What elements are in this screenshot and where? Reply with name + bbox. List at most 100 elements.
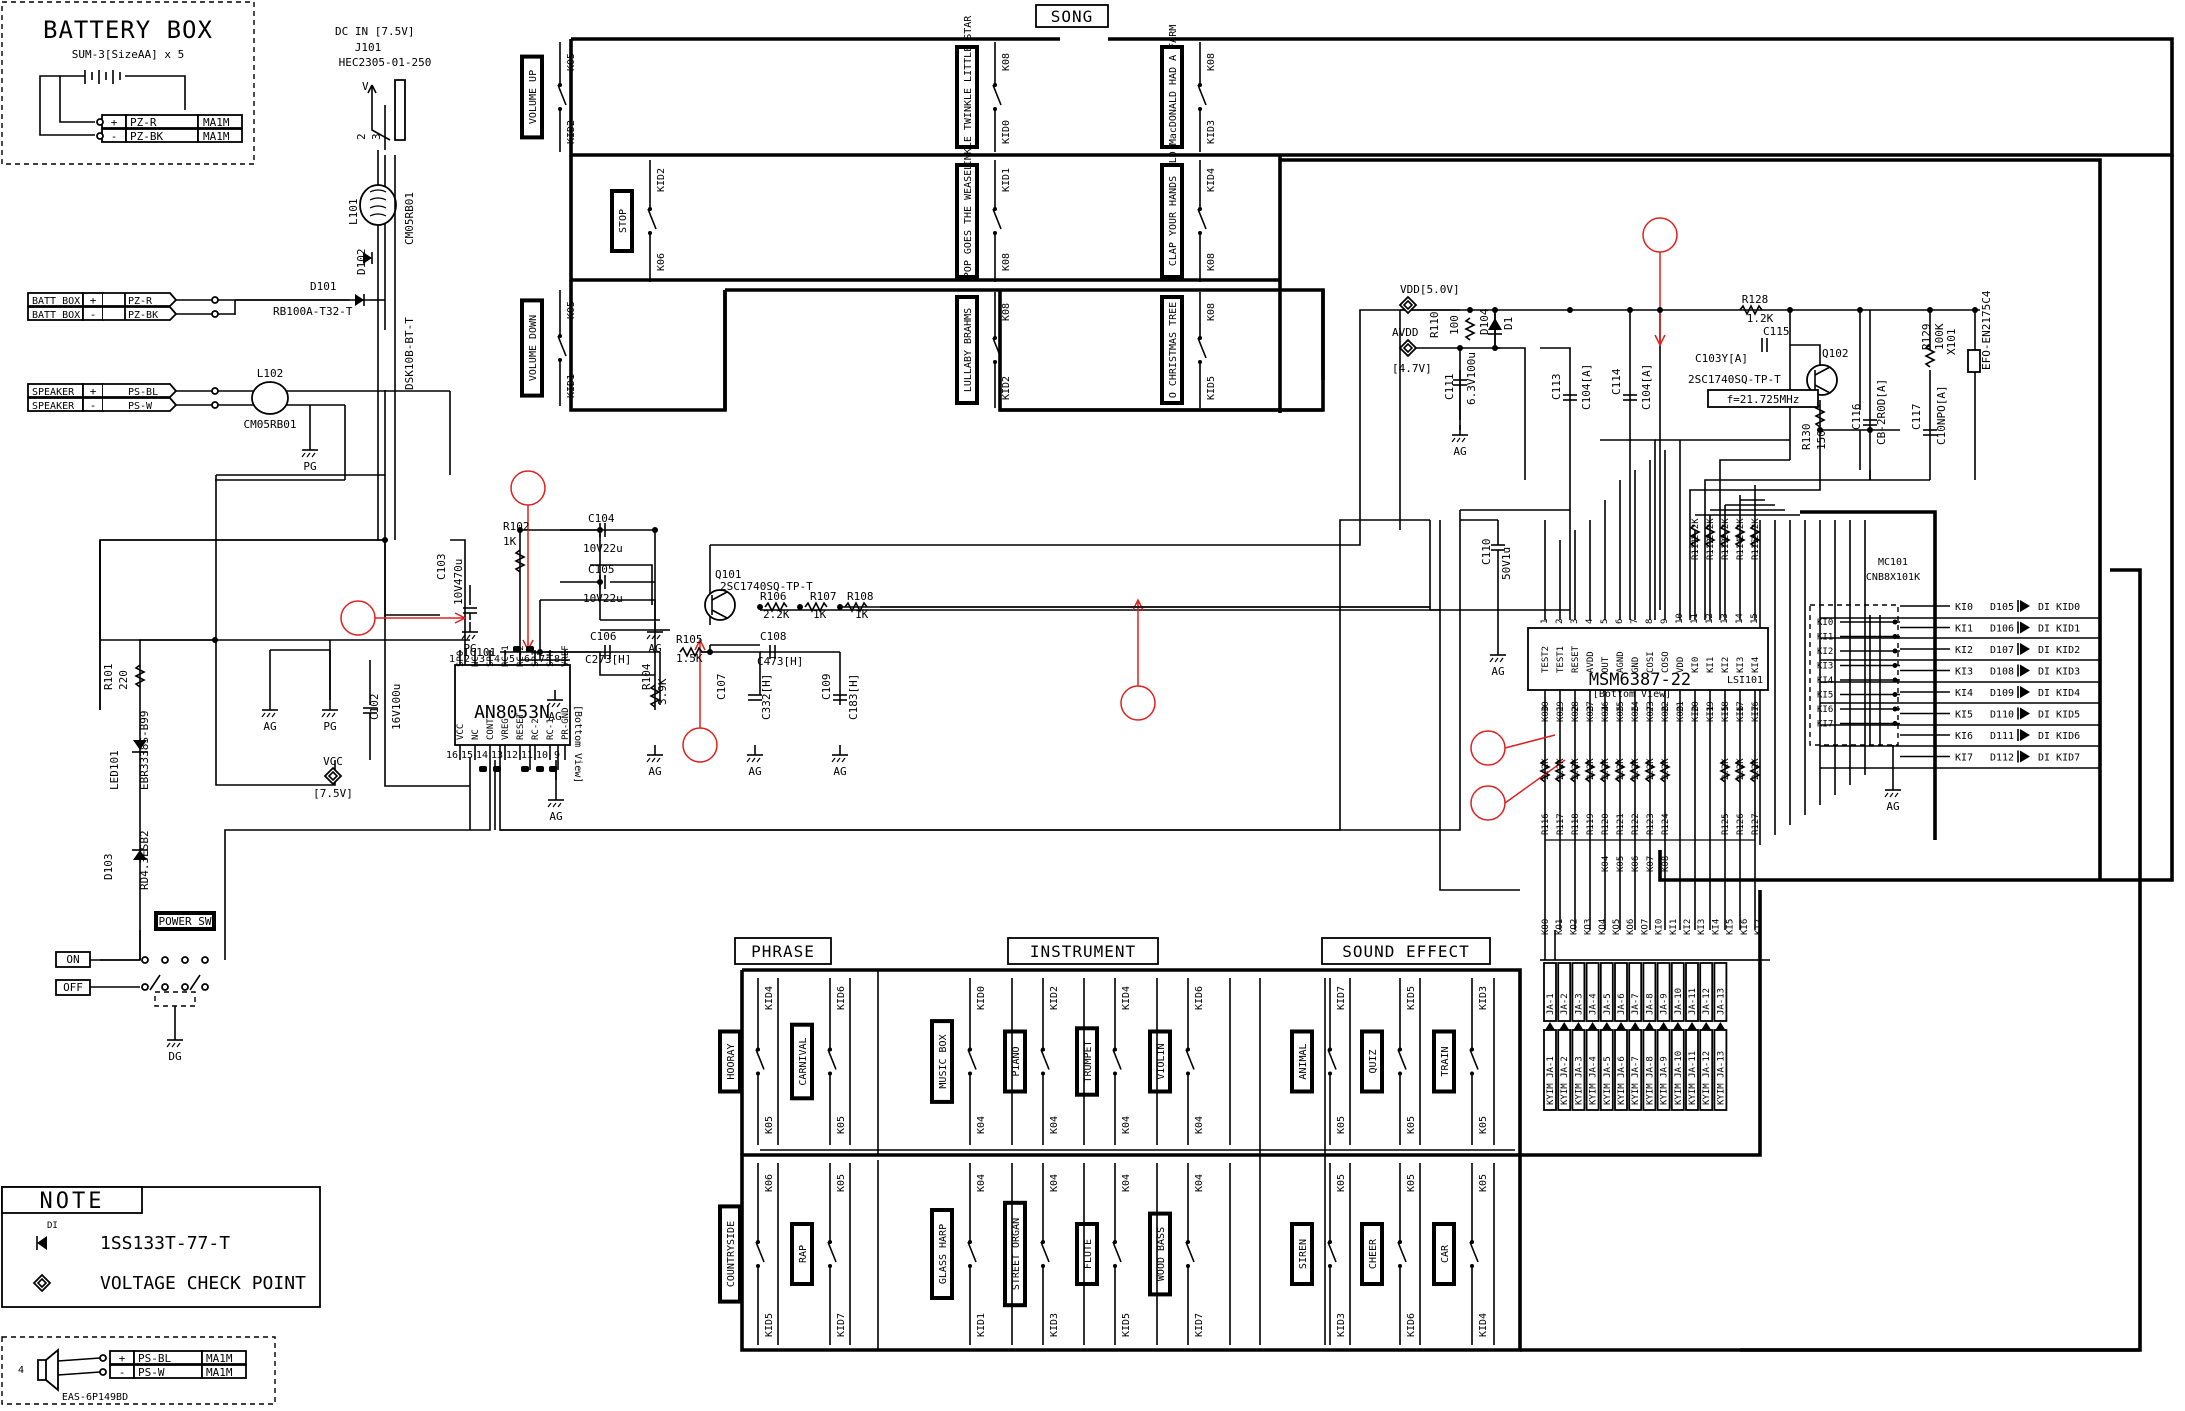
kyim-label: KYIM JA-4 [1589, 1056, 1599, 1105]
pullup-value: 2.2K [1736, 518, 1746, 540]
key-switch-icon[interactable] [1397, 978, 1407, 1145]
ground-hatch [756, 757, 761, 763]
key-switch-icon[interactable] [967, 1163, 977, 1345]
resistor-symbol [1734, 759, 1746, 783]
dc-in-symbol: V [362, 80, 369, 93]
lsi101-pin-name: KI1 [1706, 706, 1716, 722]
bus-line-label: KI0 [1655, 919, 1665, 935]
lsi101-pin-number: 14 [1735, 613, 1745, 624]
speaker-wire-sign: - [119, 1366, 126, 1379]
di-ki-label: KI4 [1955, 688, 1973, 699]
ferrite-bead-icon [359, 184, 397, 226]
key-bottom-line: K05 [764, 1116, 775, 1134]
ground-label: AG [1491, 665, 1504, 678]
key-switch-icon[interactable] [755, 1163, 765, 1345]
vcc-label: VCC [323, 755, 343, 768]
kyim-label: KYIM JA-10 [1674, 1051, 1684, 1105]
ground-hatch [651, 757, 656, 763]
battery-icon [59, 70, 186, 92]
capacitor-symbol [1563, 394, 1577, 401]
arrow-icon [1601, 1022, 1612, 1030]
key-switch-icon[interactable] [1185, 1163, 1195, 1345]
junction-dot [1892, 706, 1898, 712]
key-switch-icon[interactable] [827, 1163, 837, 1345]
key-bottom-line: K05 [1336, 1116, 1347, 1134]
junction-dot [1892, 663, 1898, 668]
key-switch-icon[interactable] [1112, 978, 1122, 1145]
arrow-icon [1587, 1022, 1598, 1030]
bus-line-label: KI2 [1683, 919, 1693, 935]
l101-ref: L101 [347, 199, 360, 226]
connector-cell [197, 114, 243, 129]
switch-lever-icon[interactable] [149, 974, 201, 991]
lsi101-pin-number: 27 [1586, 701, 1596, 712]
key-switch-icon[interactable] [557, 42, 567, 152]
key-switch-icon[interactable] [1397, 1163, 1407, 1345]
switch-contact [648, 207, 652, 211]
ic101-pin-name: RC-1 [501, 645, 511, 667]
key-switch-icon[interactable] [967, 978, 977, 1145]
lsi101-pin-number: 18 [1721, 701, 1731, 712]
capacitor-symbol [833, 694, 847, 701]
capacitor-symbol [748, 694, 762, 701]
key-label-box [718, 1204, 742, 1304]
resistor-symbol [1704, 524, 1716, 548]
key-switch-icon[interactable] [1469, 1163, 1479, 1345]
key-switch-icon[interactable] [1197, 160, 1207, 282]
key-top-line: K05 [1336, 1174, 1347, 1192]
k-line-label: K06 [1631, 856, 1641, 872]
key-switch-icon[interactable] [1040, 1163, 1050, 1345]
diode-icon [2020, 643, 2030, 655]
ground-icon: AG [546, 690, 563, 723]
switch-contact [993, 231, 997, 235]
part-ref: C104 [588, 512, 615, 525]
key-switch-icon[interactable] [992, 160, 1002, 282]
key-switch-icon[interactable] [1197, 292, 1207, 408]
key-switch-icon[interactable] [647, 160, 657, 282]
key-switch-icon[interactable] [1040, 978, 1050, 1145]
arrow-icon [1658, 1022, 1669, 1030]
junction-dot [1657, 307, 1663, 313]
speaker-wire-code: PS-W [138, 1366, 165, 1379]
key-switch-icon[interactable] [1327, 1163, 1337, 1345]
key-switch-icon[interactable] [557, 290, 567, 406]
di-kid-label: DI KID6 [2038, 731, 2080, 742]
switch-contact [1198, 231, 1202, 235]
junction-dot [597, 579, 603, 585]
ground-hatch [1494, 657, 1499, 663]
junction-dot [1867, 427, 1873, 433]
junction-dot [1787, 307, 1793, 313]
resistor-symbol [1749, 759, 1761, 783]
key-switch-icon[interactable] [992, 42, 1002, 152]
ja-cell [1699, 962, 1714, 1022]
key-top-line: KID5 [1406, 986, 1417, 1010]
key-switch-icon[interactable] [1469, 978, 1479, 1145]
ic101-pin-name: RC-1 [546, 718, 556, 740]
key-switch-icon[interactable] [1327, 978, 1337, 1145]
arrow-icon [1644, 1022, 1655, 1030]
switch-contact [1113, 1264, 1117, 1268]
ja-cell [1543, 962, 1557, 1022]
key-bottom-line: KID3 [1049, 1313, 1060, 1337]
key-switch-icon[interactable] [992, 292, 1002, 408]
speaker-part: EAS-6P149BD [62, 1392, 128, 1403]
part-value: C104[A] [1640, 364, 1653, 410]
kyim-label: KYIM JA-8 [1645, 1056, 1655, 1105]
key-label: CARNIVAL [798, 1037, 809, 1085]
key-switch-icon[interactable] [755, 978, 765, 1145]
diode-icon [363, 252, 372, 264]
key-switch-icon[interactable] [1197, 42, 1207, 152]
part-ref: C107 [715, 674, 728, 701]
lsi101-pin-name: KI0 [1691, 706, 1701, 722]
lsi101-part: MSM6387-22 [1589, 670, 1691, 690]
key-switch-icon[interactable] [827, 978, 837, 1145]
key-label-box [1290, 1029, 1314, 1094]
resistor-symbol [514, 549, 526, 573]
ground-label: AG [549, 810, 562, 823]
key-switch-icon[interactable] [1185, 978, 1195, 1145]
key-switch-icon[interactable] [1112, 1163, 1122, 1345]
